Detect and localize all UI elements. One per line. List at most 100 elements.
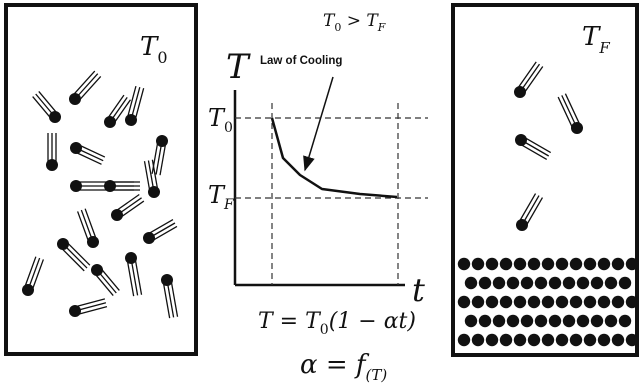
molecule-icon bbox=[557, 93, 583, 134]
lattice-particle bbox=[625, 257, 639, 271]
alpha-equation: α = f(T) bbox=[300, 350, 387, 384]
lattice-particle bbox=[492, 314, 506, 328]
x-axis-label: t bbox=[412, 271, 425, 309]
molecule-icon bbox=[514, 61, 544, 98]
lattice-particle bbox=[576, 314, 590, 328]
lattice-particle bbox=[534, 276, 548, 290]
lattice-particle bbox=[513, 333, 527, 347]
lattice-particle bbox=[604, 276, 618, 290]
law-equation-subscript: 0 bbox=[320, 322, 329, 338]
molecule-icon bbox=[91, 264, 120, 296]
lattice-particle bbox=[520, 276, 534, 290]
lattice-particle bbox=[513, 257, 527, 271]
lattice-particle bbox=[457, 257, 471, 271]
lattice-particle bbox=[541, 257, 555, 271]
lattice-particle bbox=[478, 276, 492, 290]
law-equation: T = T0(1 − αt) bbox=[258, 309, 416, 338]
lattice-particle bbox=[625, 333, 639, 347]
lattice-particle bbox=[513, 295, 527, 309]
lattice-particle bbox=[569, 295, 583, 309]
lattice-particle bbox=[492, 276, 506, 290]
left-molecules-group bbox=[22, 70, 179, 319]
molecule-icon bbox=[125, 252, 143, 297]
cooling-graph: Law of Cooling T t T0 TF bbox=[208, 47, 428, 309]
lattice-particle bbox=[471, 333, 485, 347]
lattice-particle bbox=[485, 333, 499, 347]
lattice-particle bbox=[471, 257, 485, 271]
lattice-particle bbox=[618, 276, 632, 290]
lattice-particle bbox=[611, 295, 625, 309]
molecule-icon bbox=[143, 218, 178, 244]
left-panel-temperature: T0 bbox=[140, 32, 168, 67]
lattice-particle bbox=[485, 295, 499, 309]
alpha-equation-subscript: (T) bbox=[366, 366, 388, 384]
y-axis-label: T bbox=[226, 47, 251, 87]
lattice-particle bbox=[471, 295, 485, 309]
crystal-lattice bbox=[457, 257, 639, 347]
lattice-particle bbox=[499, 333, 513, 347]
right-panel-temperature: TF bbox=[582, 22, 610, 57]
right-temp-subscript: F bbox=[598, 39, 610, 57]
lattice-particle bbox=[597, 257, 611, 271]
right-panel-frame bbox=[451, 3, 639, 357]
lattice-particle bbox=[597, 295, 611, 309]
left-panel-frame bbox=[4, 3, 198, 356]
molecule-icon bbox=[104, 94, 132, 128]
lattice-particle bbox=[541, 333, 555, 347]
lattice-particle bbox=[611, 257, 625, 271]
y-tick-t0-symbol: T bbox=[208, 104, 226, 132]
lattice-particle bbox=[555, 333, 569, 347]
alpha-equation-lhs: α = f bbox=[300, 350, 370, 380]
lattice-particle bbox=[506, 314, 520, 328]
molecule-icon bbox=[125, 85, 145, 126]
y-tick-t0: T0 bbox=[208, 104, 233, 136]
molecule-icon bbox=[515, 134, 552, 161]
molecule-icon bbox=[22, 256, 44, 296]
condition-text: T0 > TF bbox=[323, 11, 386, 34]
molecule-icon bbox=[104, 180, 140, 192]
molecule-icon bbox=[161, 274, 179, 319]
molecule-icon bbox=[111, 193, 145, 221]
y-tick-t0-subscript: 0 bbox=[224, 120, 233, 136]
molecule-icon bbox=[143, 159, 160, 198]
left-temp-subscript: 0 bbox=[157, 48, 167, 67]
right-molecules-group bbox=[514, 61, 583, 231]
lattice-particle bbox=[478, 314, 492, 328]
lattice-particle bbox=[534, 314, 548, 328]
left-temp-symbol: T bbox=[140, 32, 159, 62]
lattice-particle bbox=[555, 257, 569, 271]
molecule-icon bbox=[151, 135, 168, 176]
lattice-particle bbox=[464, 276, 478, 290]
curve-label-arrow bbox=[303, 76, 334, 172]
molecule-icon bbox=[516, 193, 544, 231]
lattice-particle bbox=[541, 295, 555, 309]
lattice-particle bbox=[520, 314, 534, 328]
lattice-particle bbox=[590, 314, 604, 328]
law-equation-lhs: T = T bbox=[258, 309, 322, 334]
condition-lhs-subscript: 0 bbox=[334, 21, 341, 34]
lattice-particle bbox=[548, 314, 562, 328]
lattice-particle bbox=[604, 314, 618, 328]
lattice-particle bbox=[597, 333, 611, 347]
lattice-particle bbox=[611, 333, 625, 347]
lattice-particle bbox=[464, 314, 478, 328]
molecule-icon bbox=[57, 238, 91, 272]
law-equation-rhs: (1 − αt) bbox=[329, 309, 416, 334]
lattice-particle bbox=[457, 333, 471, 347]
lattice-particle bbox=[576, 276, 590, 290]
lattice-particle bbox=[618, 314, 632, 328]
molecule-icon bbox=[77, 208, 99, 248]
lattice-particle bbox=[527, 295, 541, 309]
lattice-particle bbox=[569, 257, 583, 271]
right-temp-symbol: T bbox=[582, 22, 601, 52]
lattice-particle bbox=[562, 314, 576, 328]
lattice-particle bbox=[485, 257, 499, 271]
y-tick-tf-symbol: T bbox=[208, 181, 226, 209]
lattice-particle bbox=[499, 257, 513, 271]
molecule-icon bbox=[70, 142, 106, 165]
lattice-particle bbox=[583, 333, 597, 347]
lattice-particle bbox=[527, 257, 541, 271]
y-tick-tf: TF bbox=[208, 181, 235, 213]
